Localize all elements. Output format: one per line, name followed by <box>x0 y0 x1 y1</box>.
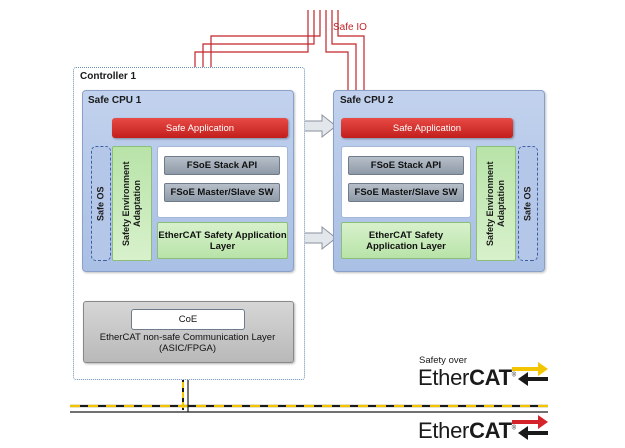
safety-over-ethercat-logo: EtherCAT® <box>418 365 516 391</box>
controller-1-label: Controller 1 <box>80 71 137 82</box>
logo-ether-text: Ether <box>418 418 470 443</box>
ethercat-logo-arrows <box>512 415 548 440</box>
safe-io-label: Safe IO <box>333 22 367 33</box>
ethercat-logo: EtherCAT® <box>418 418 516 444</box>
logo-ether-text: Ether <box>418 365 470 390</box>
coe-box: CoE <box>131 309 245 330</box>
fsoe-master-slave-sw-cpu1: FSoE Master/Slave SW <box>164 183 280 202</box>
fsoe-stack-api-cpu1: FSoE Stack API <box>164 156 280 175</box>
safe-cpu-1-title: Safe CPU 1 <box>88 95 142 106</box>
logo-registered-mark: ® <box>511 372 516 379</box>
safety-over-label: Safety over <box>419 355 468 366</box>
fsoe-master-slave-sw-cpu2: FSoE Master/Slave SW <box>348 183 464 202</box>
safe-cpu-2-title: Safe CPU 2 <box>340 95 394 106</box>
safety-environment-adaptation-cpu1: Safety Environment Adaptation <box>112 146 152 261</box>
logo-cat-text: CAT <box>469 365 512 390</box>
logo-registered-mark: ® <box>511 425 516 432</box>
fsoe-stack-api-cpu2: FSoE Stack API <box>348 156 464 175</box>
logo-cat-text: CAT <box>469 418 512 443</box>
safety-environment-adaptation-cpu2: Safety Environment Adaptation <box>476 146 516 261</box>
ethercat-bus-lines <box>70 404 548 413</box>
communication-layer-label: EtherCAT non-safe Communication Layer (A… <box>99 332 276 354</box>
safety-logo-arrows <box>512 362 548 386</box>
ethercat-safety-application-layer-cpu2: EtherCAT Safety Application Layer <box>341 222 471 259</box>
safe-os-cpu1: Safe OS <box>91 146 111 261</box>
ethercat-safety-application-layer-cpu1: EtherCAT Safety Application Layer <box>157 222 288 259</box>
safe-application-cpu2: Safe Application <box>341 118 513 138</box>
safe-os-cpu2: Safe OS <box>518 146 538 261</box>
safe-application-cpu1: Safe Application <box>112 118 288 138</box>
